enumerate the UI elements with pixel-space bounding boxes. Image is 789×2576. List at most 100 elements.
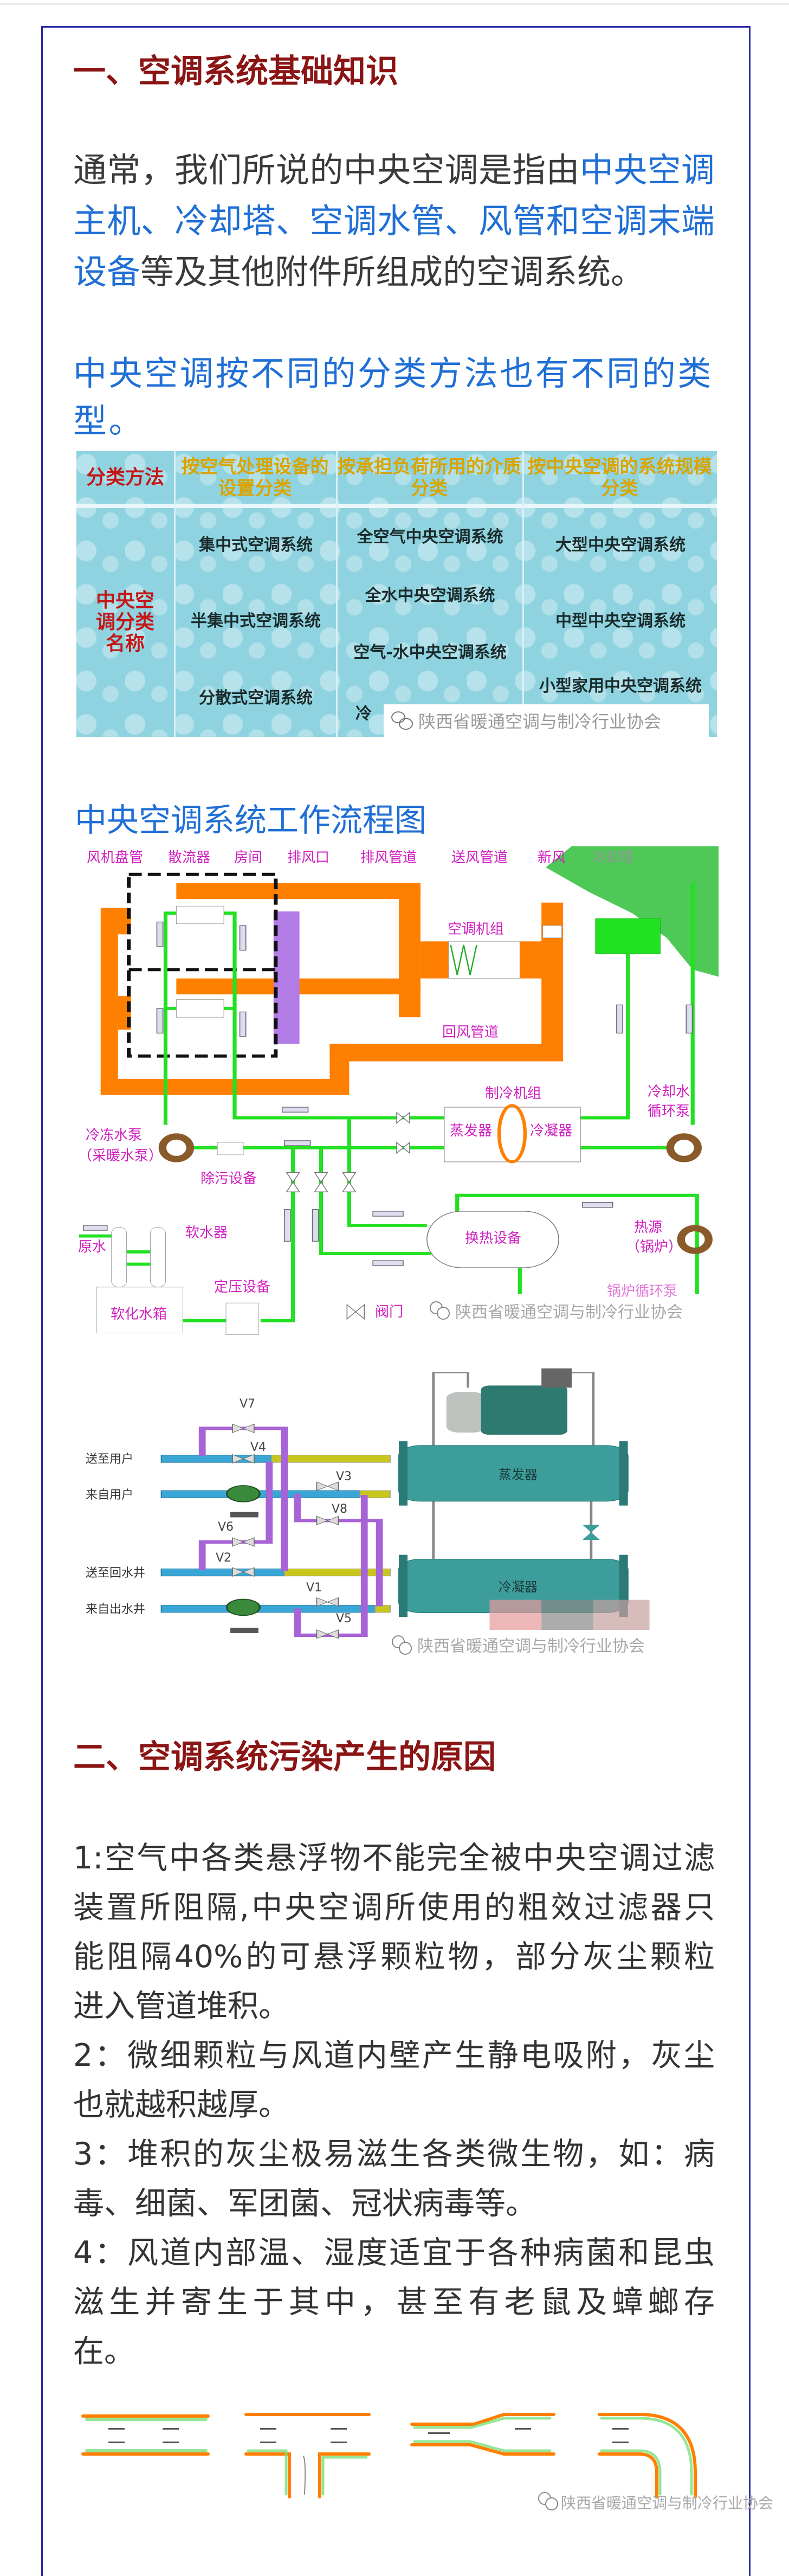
label: 软水器 — [185, 1225, 228, 1241]
pollution-causes-list: 1:空气中各类悬浮物不能完全被中央空调过滤 装置所阻隔,中央空调所使用的粗效过滤… — [73, 1834, 715, 2376]
chiller-valve-diagram: 送至用户 来自用户 送至回水井 来自出水井 V7 V4 V3 V8 V6 V2 … — [86, 1368, 650, 1656]
table-header: 按承担负荷所用的介质分类 — [337, 455, 521, 499]
label: V4 — [250, 1441, 266, 1454]
cause-2-line: 2：微细颗粒与风道内壁产生静电吸附，灰尘 — [73, 2038, 715, 2073]
elbow-duct — [598, 2413, 697, 2498]
table-divider — [174, 451, 176, 737]
reducer-duct — [410, 2413, 555, 2456]
compressor — [481, 1385, 568, 1435]
label: 风机盘管 — [87, 850, 143, 866]
article-frame — [41, 26, 751, 2576]
cooling-tower-foliage — [546, 846, 719, 977]
fresh-air-damper — [542, 925, 562, 939]
label: 循环泵 — [648, 1103, 690, 1120]
intro-paragraph: 通常，我们所说的中央空调是指由中央空调主机、冷却塔、空调水管、风管和空调末端设备… — [73, 145, 715, 298]
watermark-text: 陕西省暖通空调与制冷行业协会 — [418, 711, 662, 732]
label: 新风 — [538, 850, 566, 866]
pipe-labels: 送至用户 来自用户 送至回水井 来自出水井 — [86, 1453, 145, 1616]
label: 定压设备 — [214, 1279, 270, 1295]
label: 回风管道 — [442, 1024, 499, 1040]
cause-1-line: 进入管道堆积。 — [73, 1988, 289, 2024]
softener-column — [111, 1226, 127, 1288]
label: 散流器 — [168, 850, 210, 866]
label: 送至回水井 — [86, 1566, 145, 1580]
label: （采暖水泵） — [78, 1148, 163, 1164]
straight-duct — [81, 2414, 210, 2456]
soft-water-tank — [96, 1287, 183, 1333]
label: 送至用户 — [86, 1453, 133, 1466]
softener-column — [150, 1226, 166, 1288]
label: 制冷机组 — [485, 1085, 541, 1102]
label: 换热设备 — [465, 1230, 521, 1247]
watermark-text: 陕西省暖通空调与制冷行业协会 — [455, 1303, 683, 1322]
table-cell: 冷 — [355, 704, 372, 723]
ahu-unit — [448, 941, 520, 979]
label: 阀门 — [375, 1304, 403, 1320]
table-cell: 小型家用中央空调系统 — [539, 677, 702, 696]
watermark: 陕西省暖通空调与制冷行业协会 — [538, 2492, 773, 2512]
blurred-area — [489, 1599, 650, 1630]
air-ducts — [100, 883, 564, 1095]
label: V5 — [336, 1612, 352, 1626]
label: 锅炉循环泵 — [607, 1283, 677, 1300]
pump-icon — [158, 1133, 713, 1254]
valve-icon — [286, 1112, 410, 1320]
section2-heading: 二、空调系统污染产生的原因 — [73, 1738, 496, 1776]
heat-exchanger — [426, 1211, 559, 1268]
label: 原水 — [78, 1239, 106, 1255]
airflow-arrow-icon — [108, 2428, 629, 2443]
table-header: 按中央空调的系统规模分类 — [527, 455, 712, 499]
watermark-text: 陕西省暖通空调与制冷行业协会 — [417, 1637, 645, 1656]
label: 冷却水 — [648, 1084, 690, 1100]
label: 送风管道 — [451, 850, 508, 866]
dirt-separator — [217, 1142, 244, 1155]
label: V3 — [336, 1470, 352, 1483]
valve-icon — [232, 1423, 339, 1639]
label: 除污设备 — [201, 1171, 257, 1187]
label: 来自出水井 — [86, 1603, 145, 1616]
label: 冷冻水泵 — [86, 1127, 142, 1144]
pump-icon — [226, 1485, 261, 1633]
diffuser — [176, 999, 224, 1018]
label: 来自用户 — [86, 1488, 133, 1502]
watermark: 陕西省暖通空调与制冷行业协会 — [392, 1635, 645, 1656]
cause-4-line: 4：风道内部温、湿度适宜于各种病菌和昆虫 — [73, 2235, 715, 2271]
tee-duct — [244, 2413, 371, 2498]
table-header: 按空气处理设备的设置分类 — [181, 455, 329, 499]
cause-1-line: 能阻隔40%的可悬浮颗粒物，部分灰尘颗粒 — [73, 1939, 715, 1975]
top-divider — [0, 3, 789, 5]
table-divider — [522, 451, 524, 737]
label: 排风管道 — [360, 850, 417, 866]
label: 冷凝器 — [530, 1123, 572, 1139]
label: 排风口 — [287, 850, 329, 866]
label: 房间 — [234, 850, 262, 866]
evaporator-label: 蒸发器 — [499, 1467, 538, 1482]
label: V7 — [240, 1397, 255, 1411]
label: 蒸发器 — [450, 1123, 492, 1139]
table-cell: 空气-水中央空调系统 — [353, 643, 507, 662]
label: 软化水箱 — [111, 1306, 167, 1322]
label: 冷却塔 — [592, 850, 634, 866]
exhaust-duct — [273, 911, 300, 1044]
table-cell: 全水中央空调系统 — [365, 586, 495, 605]
label: V6 — [218, 1520, 234, 1534]
expansion-valve-icon — [582, 1525, 600, 1540]
condenser-label: 冷凝器 — [499, 1579, 538, 1595]
cause-1-line: 装置所阻隔,中央空调所使用的粗效过滤器只 — [73, 1890, 715, 1925]
cause-3-line: 3：堆积的灰尘极易滋生各类微生物，如：病 — [73, 2136, 715, 2172]
intro-highlight: 中央空调主机、冷却塔、空调水管、风管和空调末端设备 — [73, 150, 715, 292]
label: （锅炉） — [626, 1239, 682, 1255]
diagram-labels: 风机盘管 散流器 房间 排风口 排风管道 送风管道 新风 冷却塔 空调机组 回风… — [78, 850, 690, 1322]
table-divider — [336, 451, 338, 737]
wechat-icon — [392, 1635, 405, 1648]
table-corner: 分类方法 — [86, 466, 164, 489]
label: V2 — [216, 1551, 231, 1565]
table-cell: 全空气中央空调系统 — [357, 528, 503, 547]
classification-table: 分类方法 按空气处理设备的设置分类 按承担负荷所用的介质分类 按中央空调的系统规… — [76, 451, 717, 737]
cause-2-line: 也就越积越厚。 — [73, 2087, 289, 2123]
table-cell: 集中式空调系统 — [199, 536, 313, 555]
label: V1 — [306, 1581, 322, 1595]
table-row-label: 中央空调分类名称 — [95, 589, 154, 655]
table-divider — [76, 504, 717, 508]
flow-diagram-title: 中央空调系统工作流程图 — [75, 801, 427, 839]
